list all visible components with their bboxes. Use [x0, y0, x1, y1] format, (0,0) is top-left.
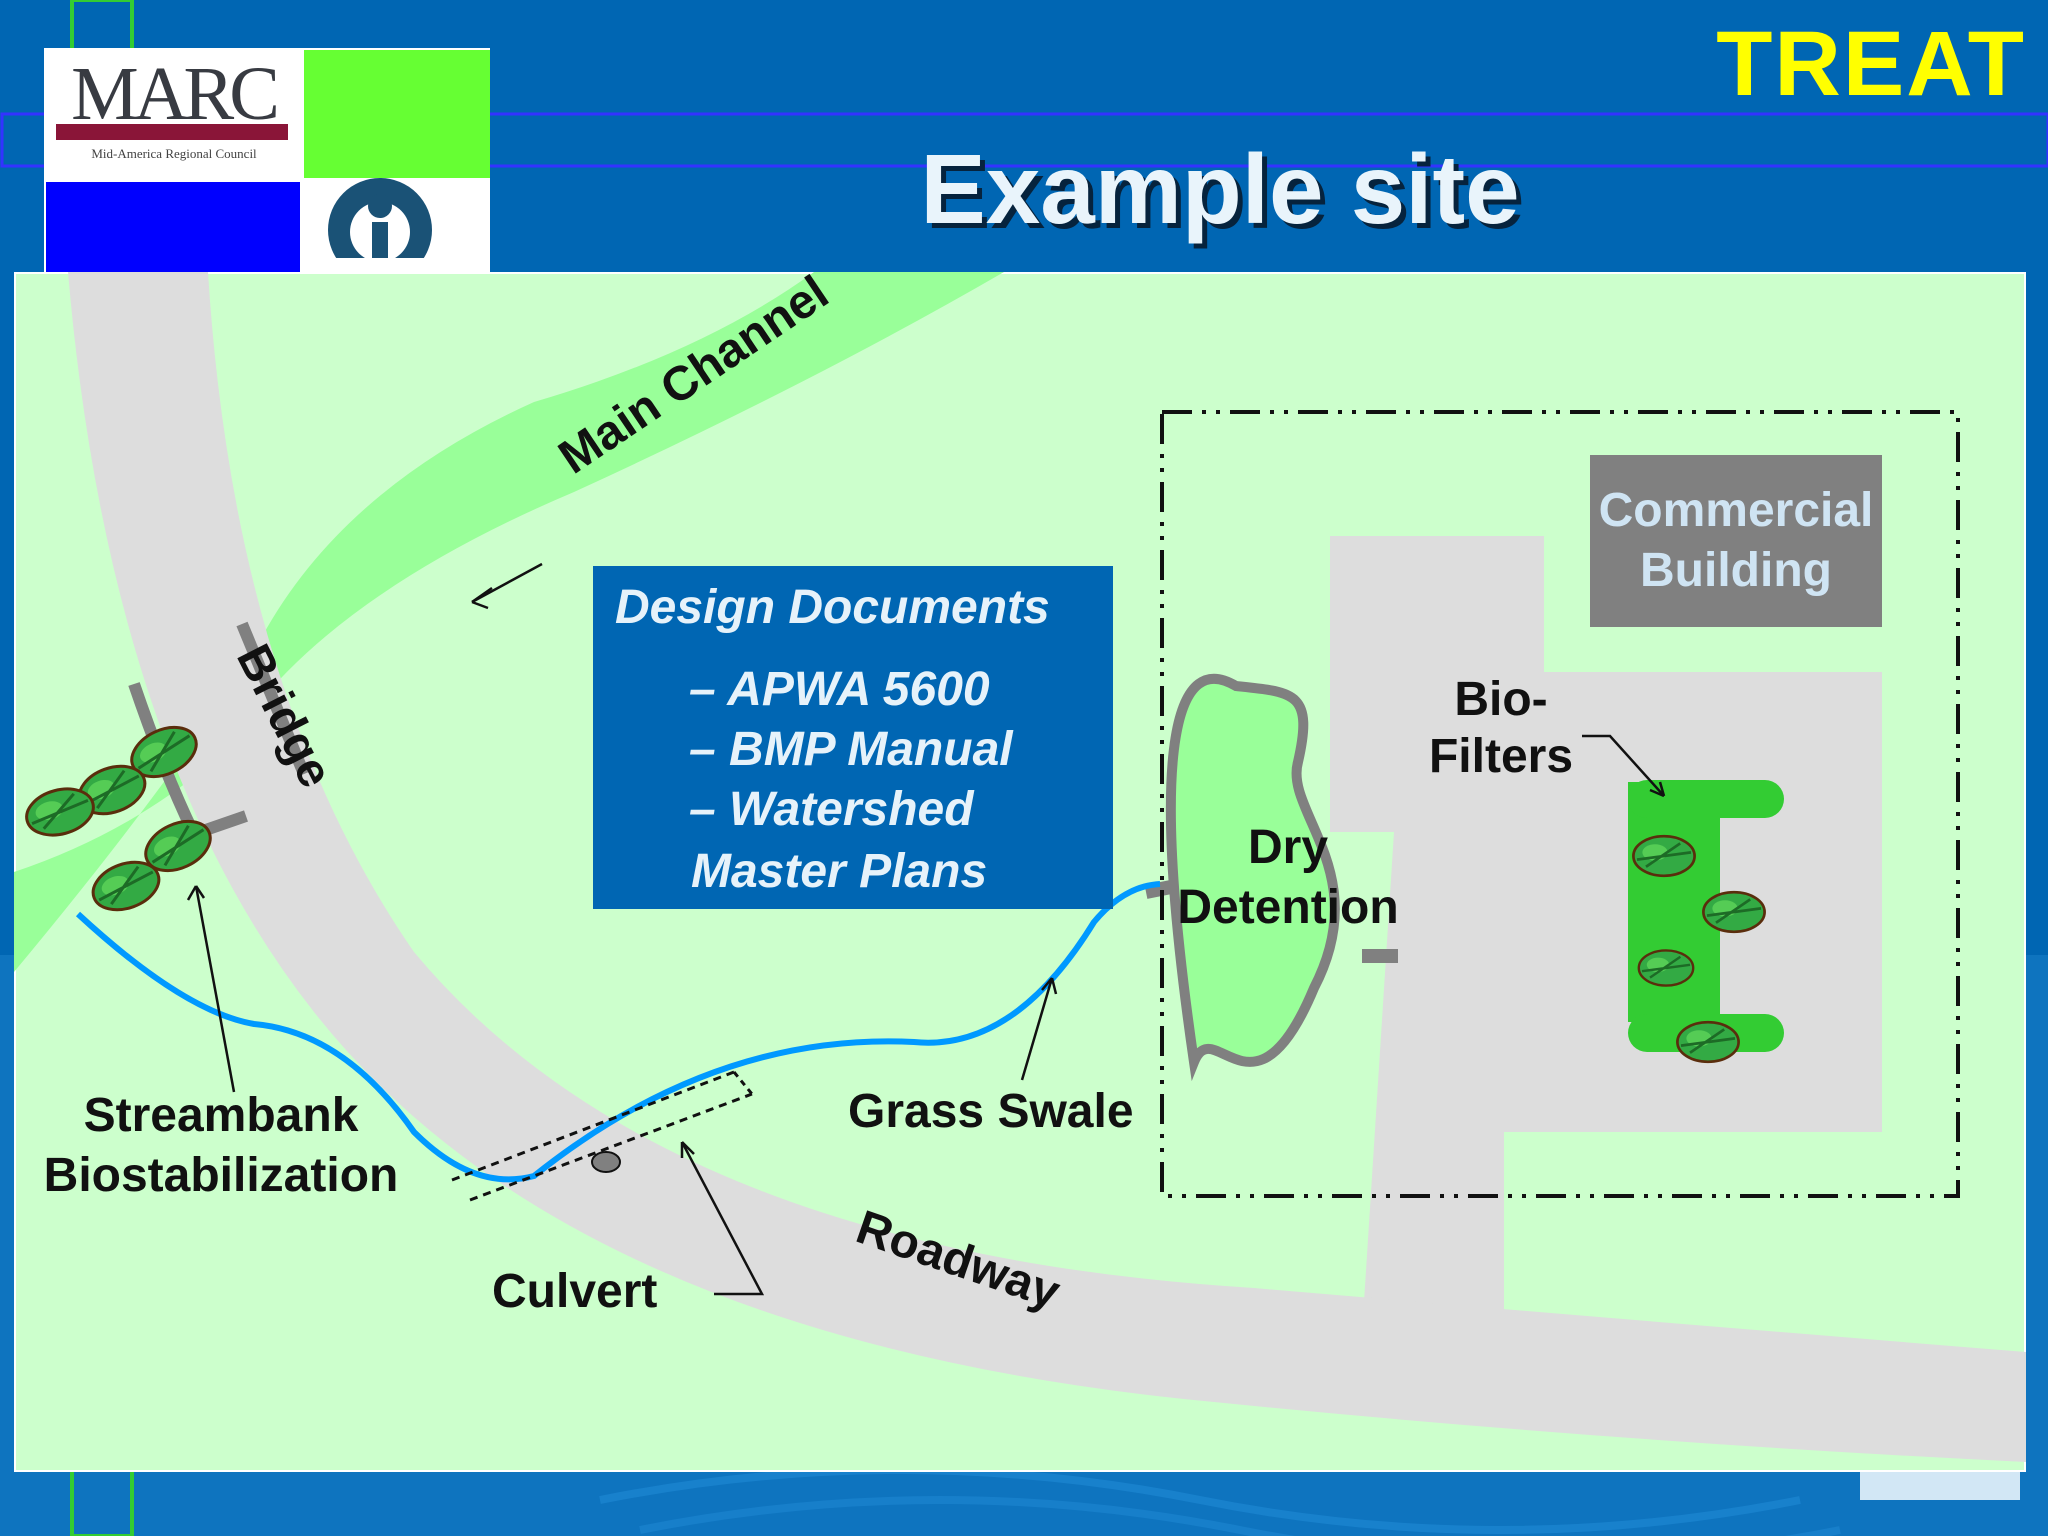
header-band	[0, 112, 2048, 168]
streambank-label: Streambank Biostabilization	[20, 1086, 422, 1207]
bio-filters-label-line1: Bio-	[1454, 673, 1548, 726]
design-item-apwa: – APWA 5600	[689, 663, 990, 716]
dry-detention-label-line1: Dry	[1247, 821, 1329, 874]
slide-title: Example site	[920, 134, 1520, 244]
marc-logo-subtitle: Mid-America Regional Council	[91, 146, 257, 161]
streambank-label-line2: Biostabilization	[43, 1149, 399, 1203]
bio-filter	[1628, 780, 1784, 1064]
design-item-bmp: – BMP Manual	[689, 723, 1013, 776]
person-emblem-icon	[320, 178, 440, 282]
streambank-label-line1: Streambank	[83, 1089, 359, 1142]
dry-detention-basin	[1165, 673, 1340, 1082]
grass-swale-label: Grass Swale	[848, 1085, 1134, 1138]
leader-lines	[186, 562, 1666, 1296]
dry-detention-label-line2: Detention	[1177, 881, 1399, 935]
design-item-watershed: – Watershed	[689, 783, 974, 836]
treat-badge: TREAT	[1716, 13, 2026, 115]
commercial-building-line2: Building	[1640, 544, 1832, 597]
dry-detention-label: Dry Detention	[1168, 818, 1408, 939]
marc-logo-text: MARC	[71, 52, 280, 136]
parking-lot	[1330, 536, 1882, 1392]
design-documents-title: Design Documents	[615, 581, 1050, 634]
culvert-pipe	[591, 1151, 621, 1173]
commercial-building-line1: Commercial	[1598, 484, 1874, 538]
property-boundary	[1160, 410, 1960, 1198]
bio-filters-label: Bio- Filters	[1424, 672, 1578, 785]
roadway	[68, 272, 2026, 1462]
commercial-building: Commercial Building	[1590, 455, 1882, 627]
design-item-master-plans: Master Plans	[691, 845, 988, 898]
culvert-label: Culvert	[492, 1265, 658, 1318]
bridge-rail-right	[236, 621, 310, 777]
bio-filters-label-line2: Filters	[1428, 729, 1574, 783]
design-documents-box: Design Documents – APWA 5600 – BMP Manua…	[593, 566, 1113, 909]
basin-inlet	[1144, 879, 1178, 899]
